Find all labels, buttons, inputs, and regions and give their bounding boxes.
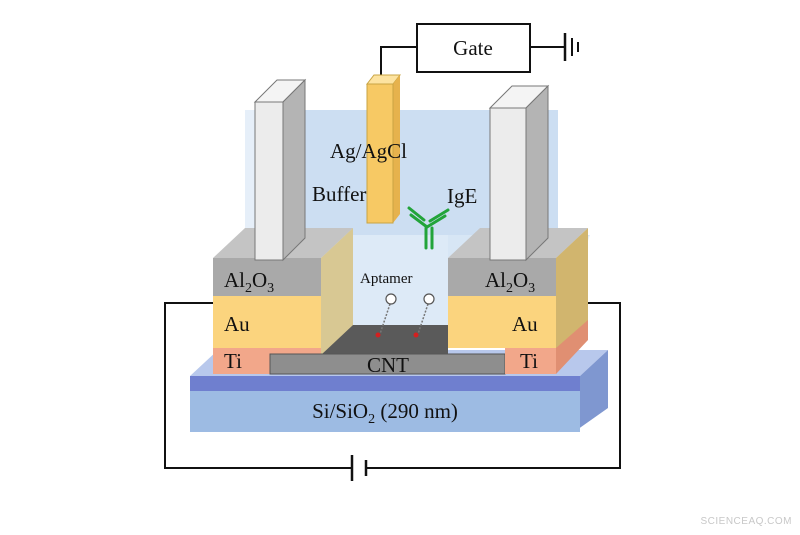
watermark: SCIENCEAQ.COM (700, 516, 792, 527)
bias-circuit (164, 302, 621, 481)
channel: CNT (269, 325, 506, 377)
right-al2o3-layer (448, 258, 556, 296)
ag-agcl-label: Ag/AgCl (330, 139, 407, 163)
reference-electrode (365, 74, 402, 224)
aptamer-1-loop (385, 293, 397, 305)
substrate-side-face (574, 350, 608, 432)
right-probe-side (525, 84, 549, 262)
left-au-label: Au (224, 312, 250, 336)
aptamer-1-strand (379, 303, 391, 335)
aptamer-2-strand (417, 303, 429, 335)
aptamer-2-anchor (413, 332, 419, 338)
left-stack-side (321, 228, 353, 355)
ige-label: IgE (447, 184, 477, 208)
gate-label: Gate (453, 36, 493, 60)
left-al2o3-label: Al2O3 (224, 268, 274, 296)
right-au-label: Au (512, 312, 538, 336)
buffer-channel-region (353, 235, 448, 330)
sio2-layer (190, 376, 580, 391)
gate-wire (380, 46, 417, 78)
cnt-label: CNT (367, 353, 409, 377)
right-au-layer (448, 296, 556, 348)
aptamer-1-anchor (375, 332, 381, 338)
right-wire (366, 302, 621, 469)
aptamer-label: Aptamer (360, 271, 412, 287)
ige-antibody-icon (407, 206, 450, 250)
left-au-layer (213, 296, 321, 348)
right-ti-side (556, 320, 588, 374)
aptamer-probe-1 (375, 293, 397, 338)
substrate-front-face (190, 391, 580, 432)
left-al2o3-layer (213, 258, 321, 296)
right-al2o3-label: Al2O3 (485, 268, 535, 296)
channel-floor (321, 325, 448, 355)
right-probe-electrode (488, 84, 550, 262)
left-ti-label: Ti (224, 349, 242, 373)
right-probe-front (489, 107, 527, 261)
substrate-label: Si/SiO2 (290 nm) (312, 399, 458, 427)
left-probe-side (282, 78, 306, 262)
aptamer-probe-2 (413, 293, 435, 338)
reference-electrode-side (393, 75, 400, 223)
right-ti-layer (505, 348, 556, 374)
buffer-label: Buffer (312, 182, 366, 206)
gate-circuit: Gate (377, 23, 579, 84)
left-probe-front (254, 101, 284, 261)
left-wire (164, 302, 352, 469)
right-ti-label: Ti (520, 349, 538, 373)
reference-electrode-front (366, 83, 394, 224)
aptamer-2-loop (423, 293, 435, 305)
left-probe-electrode (253, 78, 307, 262)
